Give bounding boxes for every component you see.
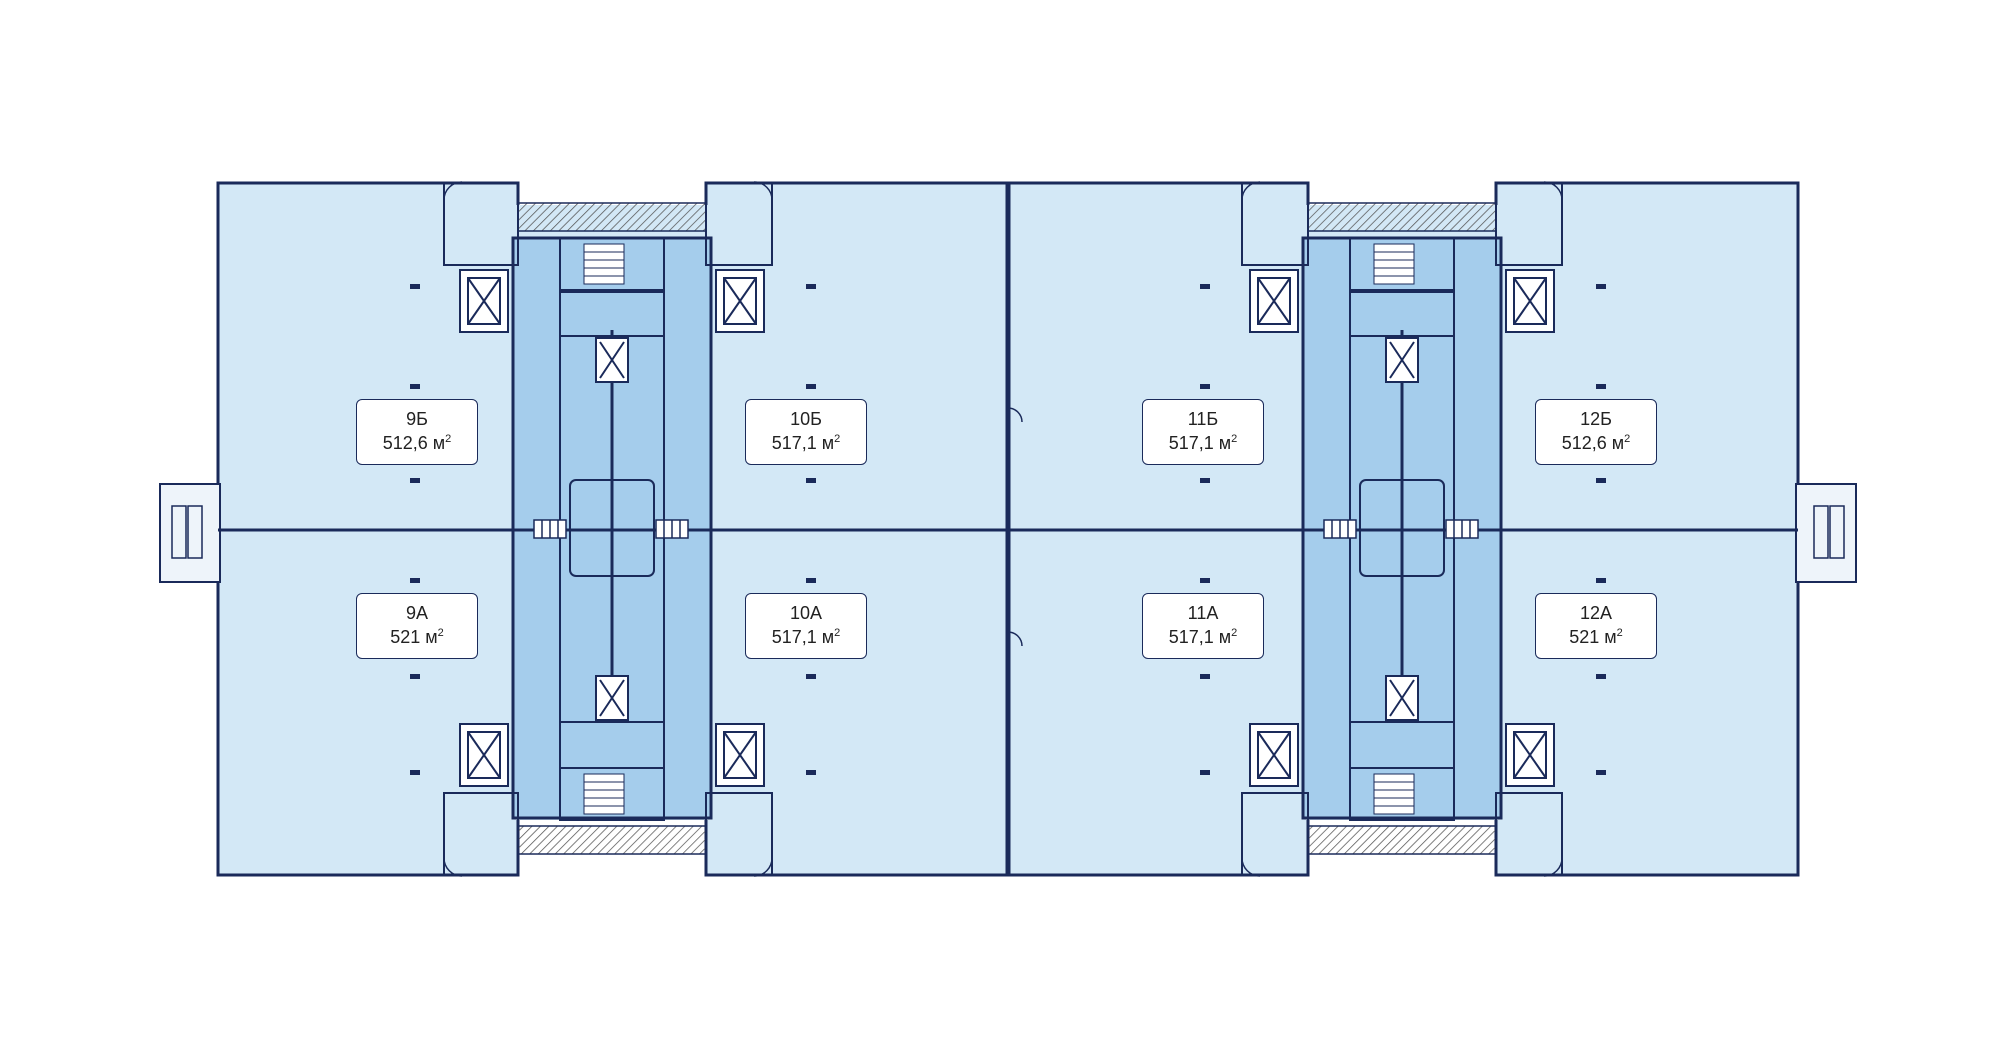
unit-name: 10Б (790, 409, 822, 429)
unit-label-10b: 10Б 517,1 м2 (745, 399, 867, 465)
unit-area: 517,1 м2 (1168, 627, 1238, 647)
unit-label-11a: 11А 517,1 м2 (1142, 593, 1264, 659)
elevator-icon (459, 269, 1555, 787)
unit-name: 12А (1579, 603, 1613, 623)
unit-label-11b: 11Б 517,1 м2 (1142, 399, 1264, 465)
columns (410, 284, 1606, 775)
unit-name: 11А (1187, 603, 1219, 623)
unit-label-12a: 12А 521 м2 (1535, 593, 1657, 659)
staircase-icon (583, 243, 1415, 815)
unit-label-12b: 12Б 512,6 м2 (1535, 399, 1657, 465)
unit-label-10a: 10А 517,1 м2 (745, 593, 867, 659)
unit-area: 517,1 м2 (1168, 433, 1238, 453)
unit-name: 12Б (1580, 409, 1612, 429)
equipment-platforms (517, 202, 1497, 855)
unit-name: 11Б (1187, 409, 1219, 429)
walls (218, 182, 1798, 876)
unit-area: 512,6 м2 (1561, 433, 1631, 453)
door-swing-icon (443, 181, 1563, 877)
unit-label-9b: 9Б 512,6 м2 (356, 399, 478, 465)
unit-name: 9Б (406, 409, 428, 429)
unit-label-9a: 9А 521 м2 (356, 593, 478, 659)
unit-area: 517,1 м2 (771, 433, 841, 453)
unit-name: 10А (789, 603, 823, 623)
toilet-icon (533, 519, 1479, 539)
unit-area: 521 м2 (1569, 627, 1623, 647)
unit-area: 512,6 м2 (382, 433, 452, 453)
unit-area: 517,1 м2 (771, 627, 841, 647)
unit-area: 521 м2 (390, 627, 444, 647)
side-stairs (159, 483, 1857, 583)
unit-name: 9А (405, 603, 429, 623)
